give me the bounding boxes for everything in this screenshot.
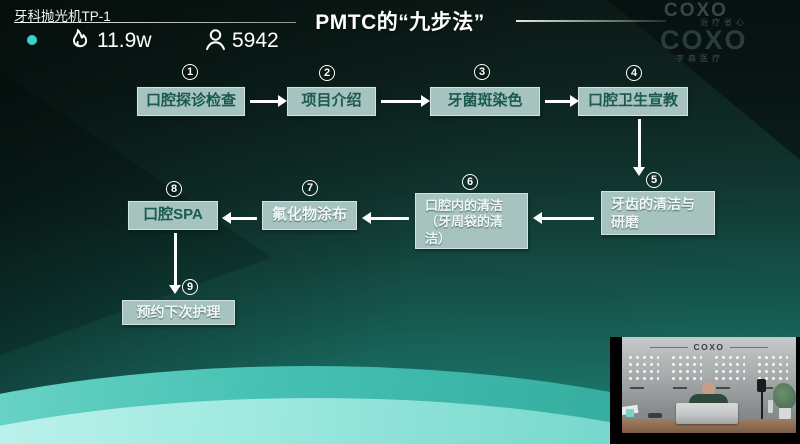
heat-flame-icon	[66, 26, 93, 53]
studio-wall-logo: COXO	[693, 342, 725, 352]
microphone-icon	[757, 379, 766, 392]
viewer-person-icon	[202, 26, 229, 53]
arrow-step2-to-step3	[381, 95, 430, 107]
step-number-2: 2	[319, 65, 335, 81]
flow-step-box-7: 氟化物涂布	[262, 201, 357, 230]
presenter-laptop	[676, 403, 738, 424]
live-indicator-dot	[27, 35, 37, 45]
step-number-1: 1	[182, 64, 198, 80]
flow-step-box-5: 牙齿的清洁与研磨	[601, 191, 715, 235]
watermark-tagline-bottom: 宇森医疗	[676, 54, 724, 63]
flow-step-box-3: 牙菌斑染色	[430, 87, 540, 116]
studio-plant	[773, 383, 796, 409]
microphone-stand	[761, 389, 763, 423]
slide-title: PMTC的“九步法”	[315, 11, 485, 34]
flow-step-box-6: 口腔内的清洁（牙周袋的清洁）	[415, 193, 528, 249]
watermark-tagline-top: 治疗省心	[700, 18, 748, 27]
step-number-6: 6	[462, 174, 478, 190]
coxo-watermark-bottom: COXO	[660, 25, 748, 55]
wall-logo-line-left	[650, 346, 689, 348]
step-number-8: 8	[166, 181, 182, 197]
step-number-5: 5	[646, 172, 662, 188]
coxo-watermark-top: COXO	[664, 0, 728, 21]
presenter-head	[702, 382, 715, 396]
header-divider-line	[14, 22, 296, 23]
step-number-9: 9	[182, 279, 198, 295]
heat-count: 11.9w	[97, 29, 152, 52]
flow-step-box-4: 口腔卫生宣教	[578, 87, 688, 116]
arrow-step1-to-step2	[250, 95, 287, 107]
arrow-step6-to-step7	[362, 212, 409, 224]
desk-cup	[626, 409, 634, 417]
step-number-3: 3	[474, 64, 490, 80]
product-display-board	[713, 354, 745, 389]
studio-desk	[622, 419, 796, 433]
product-display-board	[670, 354, 702, 389]
title-underline-right	[516, 20, 666, 22]
arrow-step5-to-step6	[533, 212, 594, 224]
arrow-step4-to-step5	[633, 119, 645, 176]
flow-step-box-8: 口腔SPA	[128, 201, 218, 230]
flow-step-box-2: 项目介绍	[287, 87, 376, 116]
desk-bottle	[768, 400, 773, 413]
desk-item	[648, 413, 662, 418]
channel-title: 牙科抛光机TP-1	[14, 9, 111, 24]
arrow-step7-to-step8	[222, 212, 257, 224]
plant-pot	[779, 408, 791, 419]
presenter-video-frame: COXO	[622, 337, 796, 433]
studio-wall-logo-row: COXO	[622, 342, 796, 352]
flow-step-box-1: 口腔探诊检查	[137, 87, 245, 116]
viewer-count: 5942	[232, 29, 279, 52]
arrow-step3-to-step4	[545, 95, 579, 107]
arrow-step8-to-step9	[169, 233, 181, 294]
step-number-4: 4	[626, 65, 642, 81]
step-number-7: 7	[302, 180, 318, 196]
wall-logo-line-right	[729, 346, 768, 348]
product-display-board	[627, 354, 659, 389]
flow-step-box-9: 预约下次护理	[122, 300, 235, 325]
presenter-video-pip[interactable]: COXO	[610, 337, 800, 444]
